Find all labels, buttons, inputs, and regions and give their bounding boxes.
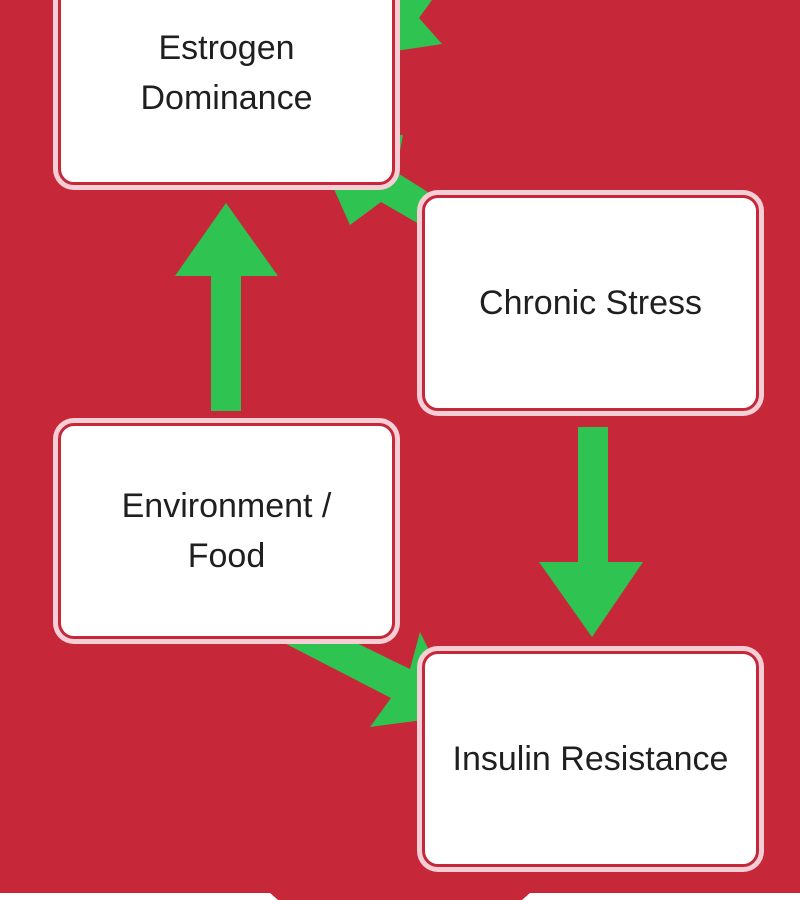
node-label: Environment / Food [121,487,332,575]
arrow-stress-to-insulin [539,427,643,637]
node-label: Chronic Stress [479,284,702,322]
node-chronic-stress: Chronic Stress [422,195,759,411]
node-environment-food: Environment / Food [58,423,395,639]
node-insulin-resistance: Insulin Resistance [422,651,759,867]
bottom-band [522,893,800,900]
arrow-environment-to-estrogen [175,203,278,411]
node-label: Insulin Resistance [452,740,729,778]
node-label: Estrogen Dominance [140,28,313,117]
node-estrogen-dominance: Estrogen Dominance [58,0,395,185]
bottom-band [0,893,278,900]
